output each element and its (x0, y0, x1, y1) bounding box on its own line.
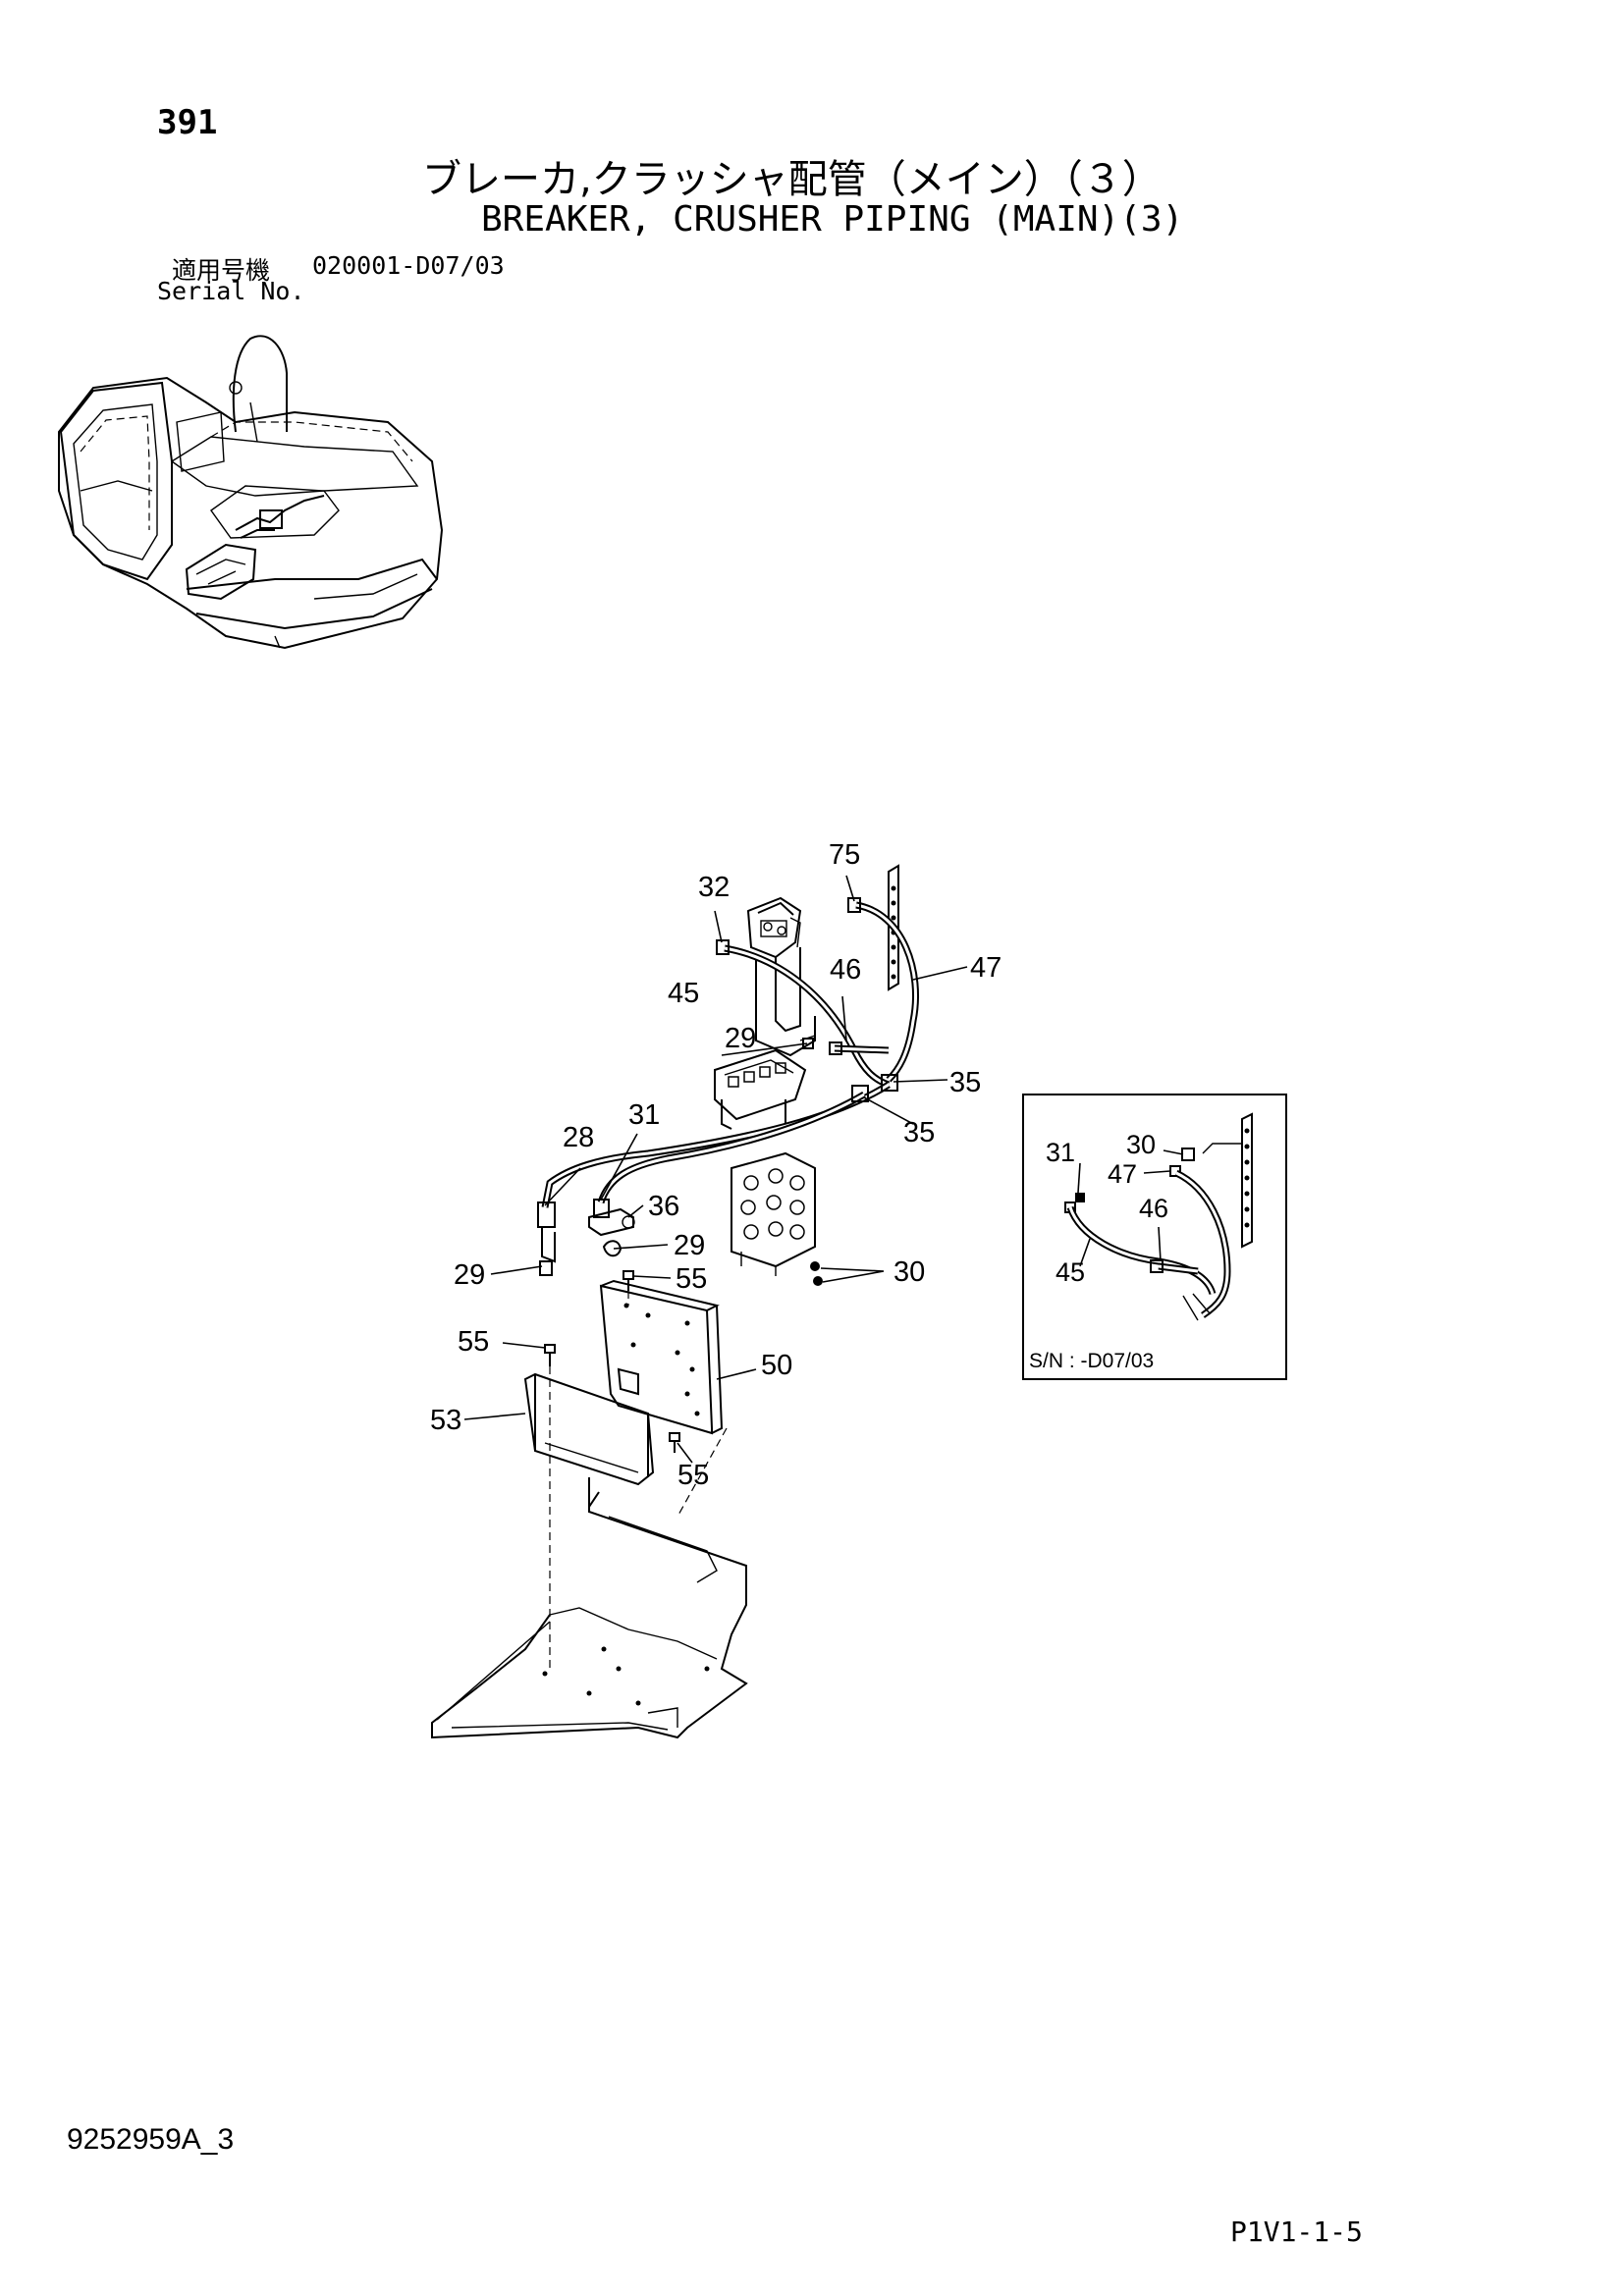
inset-callout-47: 47 (1108, 1159, 1137, 1189)
callout-30: 30 (893, 1256, 925, 1288)
callout-46: 46 (830, 954, 861, 986)
callout-32: 32 (698, 872, 730, 903)
serial-value: 020001-D07/03 (312, 251, 505, 280)
inset-serial-caption: S/N : -D07/03 (1029, 1350, 1154, 1372)
callout-50: 50 (761, 1350, 792, 1381)
callout-55-lower: 55 (677, 1460, 709, 1491)
page-title-english: BREAKER, CRUSHER PIPING (MAIN)(3) (481, 199, 1184, 240)
callout-35-upper: 35 (949, 1067, 981, 1098)
callout-31: 31 (628, 1099, 660, 1131)
callout-55-upper: 55 (676, 1263, 707, 1295)
callout-47: 47 (970, 952, 1001, 984)
callout-29-middle: 29 (674, 1230, 705, 1261)
main-exploded-diagram: 75 32 46 47 45 29 35 35 28 31 36 29 29 5… (430, 839, 1001, 1739)
page-code: P1V1-1-5 (1230, 2216, 1363, 2248)
callout-29-left: 29 (454, 1259, 485, 1291)
callout-29-upper: 29 (725, 1023, 756, 1054)
serial-label-japanese: 適用号機 (172, 256, 271, 285)
inset-callout-45: 45 (1056, 1257, 1085, 1287)
machine-overview-illustration (58, 335, 444, 650)
callout-55-left: 55 (458, 1326, 489, 1358)
callout-53: 53 (430, 1405, 461, 1436)
inset-callout-46: 46 (1139, 1194, 1168, 1223)
serial-label-english: Serial No. (157, 277, 305, 305)
inset-callout-31: 31 (1046, 1138, 1075, 1167)
inset-callout-30: 30 (1126, 1130, 1156, 1159)
callout-75: 75 (829, 839, 860, 871)
inset-detail-box: 31 30 47 46 45 S/N : -D07/03 (1022, 1094, 1287, 1380)
page-title-japanese: ブレーカ,クラッシャ配管（メイン）（３） (422, 157, 1162, 202)
callout-45: 45 (668, 978, 699, 1009)
page-number: 391 (157, 103, 218, 142)
document-number: 9252959A_3 (67, 2123, 235, 2156)
callout-28: 28 (563, 1122, 594, 1153)
callout-35-lower: 35 (903, 1117, 935, 1148)
callout-36: 36 (648, 1191, 679, 1222)
